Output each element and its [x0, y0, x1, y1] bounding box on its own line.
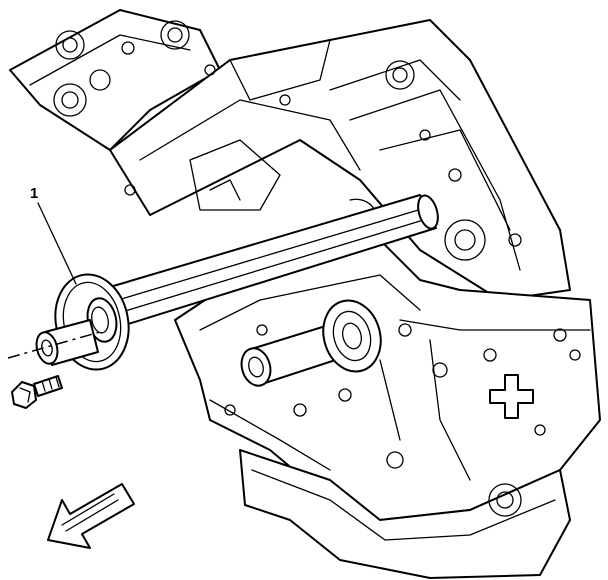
engine-block: [9, 9, 601, 579]
installed-camshaft: [240, 299, 382, 387]
camshaft-centerline: [7, 331, 101, 359]
camshaft-nose: [35, 319, 99, 366]
callout-1: 1: [30, 185, 77, 285]
sprocket-bolt: [11, 375, 63, 409]
direction-arrow-icon: [47, 483, 135, 549]
callout-1-label: 1: [30, 185, 38, 202]
